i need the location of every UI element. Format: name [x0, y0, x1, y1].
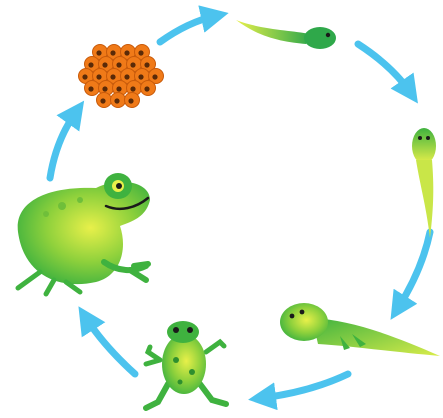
arrow-eggs-to-hatchling: [160, 16, 215, 42]
arrow-hatchling-to-tadpole: [358, 44, 410, 92]
egg-embryo: [128, 98, 133, 103]
egg-embryo: [138, 74, 143, 79]
egg-embryo: [96, 50, 101, 55]
egg-embryo: [88, 86, 93, 91]
egg-embryo: [102, 62, 107, 67]
egg-embryo: [124, 50, 129, 55]
egg-embryo: [144, 62, 149, 67]
egg-embryo: [82, 74, 87, 79]
arrow-legged-tadpole-to-froglet: [262, 374, 348, 398]
egg-embryo: [110, 74, 115, 79]
tadpole-with-legs-icon: [280, 303, 440, 356]
egg-embryo: [116, 62, 121, 67]
tadpole-icon: [412, 128, 436, 238]
egg-embryo: [124, 74, 129, 79]
adult-frog-icon: [18, 173, 150, 294]
egg-embryo: [144, 86, 149, 91]
arrow-froglet-to-adult: [86, 318, 135, 374]
egg-embryo: [130, 86, 135, 91]
egg-embryo: [110, 50, 115, 55]
arrow-tadpole-to-legged-tadpole: [398, 232, 430, 308]
egg-embryo: [116, 86, 121, 91]
hatchling-tadpole-icon: [236, 20, 336, 49]
egg-embryo: [152, 74, 157, 79]
egg-embryo: [138, 50, 143, 55]
frog-eggs-icon: [79, 45, 164, 108]
egg-embryo: [130, 62, 135, 67]
arrow-adult-to-eggs: [50, 112, 76, 178]
froglet-icon: [146, 321, 226, 408]
egg-embryo: [100, 98, 105, 103]
egg-embryo: [102, 86, 107, 91]
egg-embryo: [96, 74, 101, 79]
egg-embryo: [114, 98, 119, 103]
egg-embryo: [88, 62, 93, 67]
